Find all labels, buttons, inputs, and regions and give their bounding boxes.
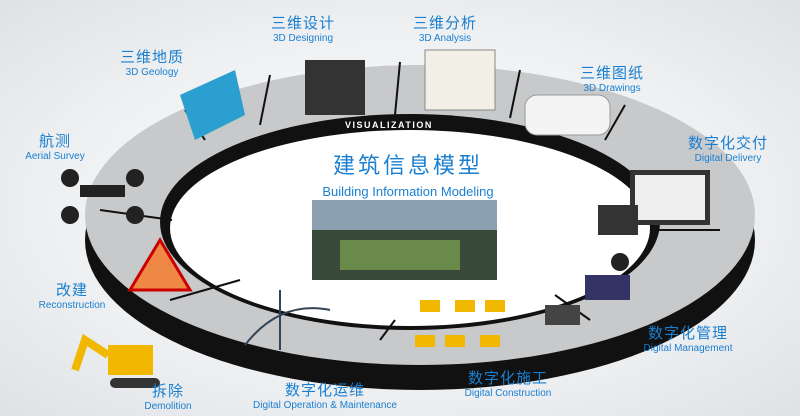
- bim-city-model-image: [312, 200, 497, 280]
- stage-zh: 数字化管理: [647, 324, 728, 342]
- construction-machinery-icon: [415, 300, 505, 347]
- stage-en: 3D Geology: [125, 67, 179, 78]
- stage-en: Digital Operation & Maintenance: [253, 400, 397, 411]
- stage-zh: 数字化交付: [687, 134, 769, 152]
- construction-sign-icon: [127, 237, 193, 292]
- stage-en: Digital Construction: [464, 388, 552, 399]
- excavator-icon: [71, 333, 160, 388]
- stage-zh: 数字化运维: [284, 381, 366, 399]
- stage-en: Reconstruction: [38, 300, 106, 311]
- drone-icon: [61, 169, 144, 224]
- stage-zh: 拆除: [151, 382, 184, 400]
- stage-en: 3D Designing: [272, 33, 334, 44]
- center-title: 建筑信息模型 Building Information Modeling: [322, 148, 493, 199]
- center-title-zh: 建筑信息模型: [332, 154, 483, 179]
- stage-zh: 三维地质: [119, 48, 185, 66]
- center-title-en: Building Information Modeling: [322, 184, 494, 199]
- visualization-label: VISUALIZATION: [345, 120, 433, 130]
- geology-block-icon: [180, 70, 245, 140]
- analysis-map-icon: [424, 49, 496, 111]
- manager-at-desk-icon: [545, 253, 630, 325]
- stage-en: Digital Management: [643, 343, 733, 354]
- stage-zh: 改建: [55, 281, 89, 299]
- stage-en: Demolition: [144, 401, 192, 412]
- delivery-devices-icon: [598, 170, 710, 235]
- stage-zh: 数字化施工: [467, 369, 548, 387]
- road-icon: [305, 60, 365, 115]
- stage-zh: 三维设计: [270, 14, 336, 32]
- bridge-icon: [244, 290, 331, 350]
- stage-en: 3D Drawings: [583, 83, 641, 94]
- stage-zh: 三维图纸: [579, 64, 645, 82]
- stage-en: 3D Analysis: [418, 33, 472, 44]
- stage-zh: 航测: [38, 132, 71, 150]
- stage-en: Aerial Survey: [25, 151, 85, 162]
- stage-zh: 三维分析: [412, 14, 478, 32]
- drawings-roll-icon: [524, 94, 611, 136]
- stage-en: Digital Delivery: [694, 153, 762, 164]
